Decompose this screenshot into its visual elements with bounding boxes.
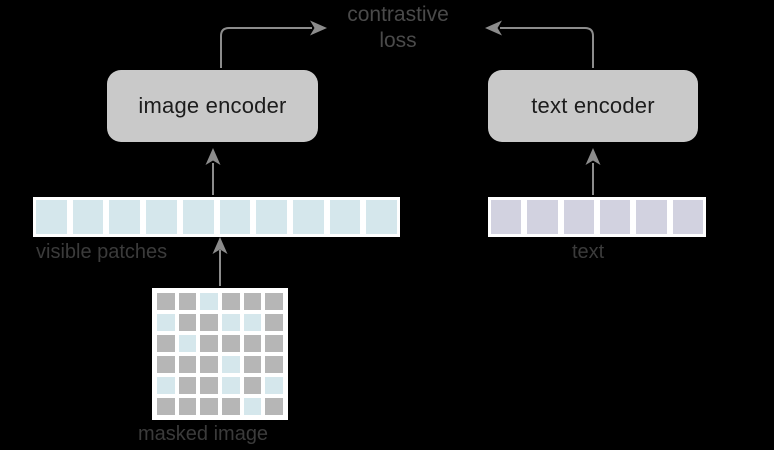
- masked-patch-cell: [263, 312, 285, 333]
- visible-patch-cell: [33, 197, 70, 237]
- masked-patch-cell: [219, 396, 242, 417]
- visible-patch-cell: [326, 197, 364, 237]
- visible-patch-cell: [176, 333, 199, 354]
- visible-patch-cell: [263, 375, 285, 396]
- visible-patch-cell: [155, 375, 177, 396]
- masked-patch-cell: [263, 354, 285, 375]
- visible-patch-cell: [241, 396, 264, 417]
- arrow-masked-image-to-visible-patches: [212, 237, 228, 286]
- visible-patch-cell: [216, 197, 254, 237]
- text-token-cell: [560, 197, 597, 237]
- masked-patch-cell: [198, 354, 220, 375]
- masked-image-caption: masked image: [138, 423, 269, 445]
- text-token-cell: [596, 197, 634, 237]
- masked-patch-cell: [176, 291, 199, 312]
- visible-patch-cell: [241, 312, 264, 333]
- masked-patch-cell: [241, 354, 264, 375]
- text-caption: text: [572, 241, 605, 263]
- masked-patch-cell: [198, 375, 220, 396]
- image-encoder-label: image encoder: [138, 93, 287, 118]
- masked-image-grid: [152, 288, 288, 420]
- text-token-cell: [524, 197, 561, 237]
- arrow-visible-patches-to-image-encoder: [205, 148, 221, 195]
- text-tokens-strip: [488, 197, 706, 237]
- text-token-cell: [488, 197, 525, 237]
- masked-patch-cell: [155, 396, 177, 417]
- masked-patch-cell: [176, 312, 199, 333]
- masked-patch-cell: [241, 333, 264, 354]
- visible-patch-cell: [219, 354, 242, 375]
- masked-patch-cell: [176, 375, 199, 396]
- visible-patch-cell: [69, 197, 107, 237]
- arrow-text-tokens-to-text-encoder: [585, 148, 601, 195]
- masked-patch-cell: [155, 291, 177, 312]
- visible-patch-cell: [253, 197, 290, 237]
- text-token-cell: [669, 197, 706, 237]
- text-token-cell: [633, 197, 670, 237]
- visible-patch-cell: [179, 197, 217, 237]
- masked-patch-cell: [241, 291, 264, 312]
- visible-patch-cell: [198, 291, 220, 312]
- masked-patch-cell: [155, 354, 177, 375]
- masked-patch-cell: [219, 333, 242, 354]
- visible-patch-cell: [219, 312, 242, 333]
- masked-patch-cell: [219, 291, 242, 312]
- text-encoder-label: text encoder: [531, 93, 655, 118]
- visible-patch-cell: [219, 375, 242, 396]
- visible-patch-cell: [143, 197, 180, 237]
- arrow-image-encoder-to-loss: [220, 20, 327, 68]
- arrow-text-encoder-to-loss: [485, 20, 594, 68]
- masked-patch-cell: [176, 354, 199, 375]
- visible-patch-cell: [155, 312, 177, 333]
- text-encoder-box[interactable]: text encoder: [488, 70, 698, 142]
- contrastive-loss-line-2: loss: [379, 29, 417, 52]
- masked-patch-cell: [263, 291, 285, 312]
- visible-patches-strip: [33, 197, 401, 237]
- visible-patch-cell: [289, 197, 327, 237]
- masked-patch-cell: [198, 333, 220, 354]
- visible-patches-caption: visible patches: [36, 241, 168, 263]
- masked-patch-cell: [263, 396, 285, 417]
- visible-patch-cell: [363, 197, 401, 237]
- visible-patch-cell: [106, 197, 144, 237]
- masked-patch-cell: [176, 396, 199, 417]
- masked-patch-cell: [263, 333, 285, 354]
- image-encoder-box[interactable]: image encoder: [107, 70, 318, 142]
- masked-patch-cell: [155, 333, 177, 354]
- masked-patch-cell: [198, 312, 220, 333]
- contrastive-loss-label: contrastive loss: [338, 2, 458, 54]
- contrastive-loss-line-1: contrastive: [347, 3, 449, 26]
- masked-patch-cell: [198, 396, 220, 417]
- masked-patch-cell: [241, 375, 264, 396]
